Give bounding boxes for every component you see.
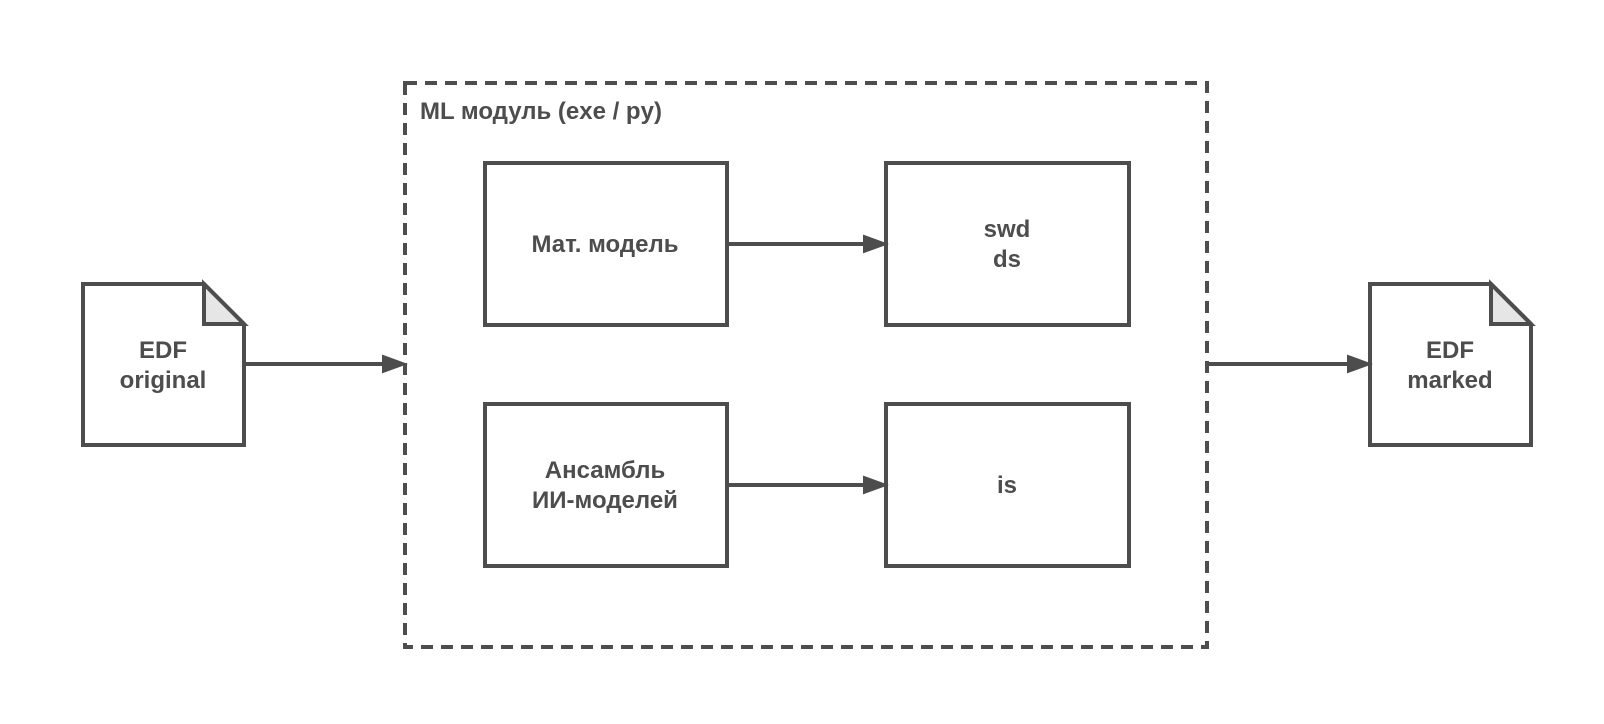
arrow-ensemble-to-is [727,475,889,495]
is-label: is [997,472,1017,499]
swd-ds-label-line1: swd [984,216,1031,243]
edf-original-label-line2: original [120,367,207,394]
edf-marked-fold [1489,279,1536,326]
ml-module-title: ML модуль (exe / py) [420,98,662,125]
edf-original-document[interactable]: EDF original [81,279,249,447]
swd-ds-box[interactable]: swd ds [884,161,1131,327]
arrowhead [863,475,889,495]
edf-marked-label-line2: marked [1407,367,1492,394]
mat-model-rect [483,161,729,327]
swd-ds-label-line2: ds [993,246,1021,273]
edf-original-fold [202,279,249,326]
arrow-module-to-edf-marked [1207,354,1373,374]
ensemble-rect [483,402,729,568]
arrow-mat-model-to-swd-ds [727,234,889,254]
arrow-edf-original-to-module [244,354,408,374]
arrowhead [863,234,889,254]
ensemble-box[interactable]: Ансамбль ИИ-моделей [483,402,729,568]
is-rect [884,402,1131,568]
edf-marked-document[interactable]: EDF marked [1368,279,1536,447]
swd-ds-rect [884,161,1131,327]
mat-model-label: Мат. модель [532,231,679,258]
edf-marked-label-line1: EDF [1426,337,1474,364]
ensemble-label-line1: Ансамбль [545,457,665,484]
edf-original-label-line1: EDF [139,337,187,364]
ensemble-label-line2: ИИ-моделей [532,487,678,514]
arrowhead [1347,354,1373,374]
arrowhead [382,354,408,374]
mat-model-box[interactable]: Мат. модель [483,161,729,327]
is-box[interactable]: is [884,402,1131,568]
